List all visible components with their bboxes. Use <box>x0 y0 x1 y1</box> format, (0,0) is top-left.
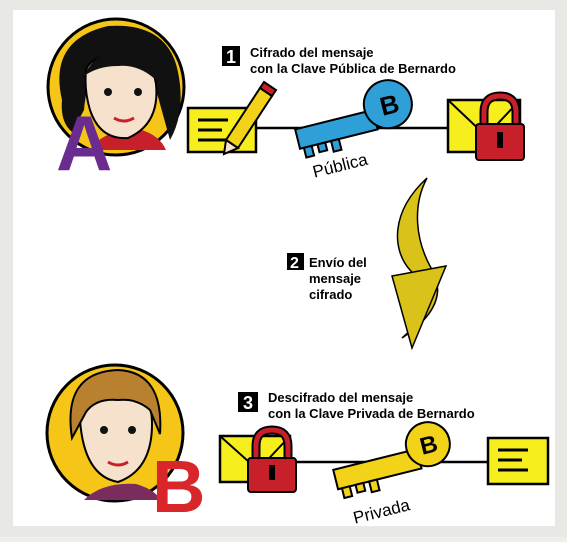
step-1-line1: Cifrado del mensaje <box>250 45 374 60</box>
public-key-icon: B <box>293 79 413 159</box>
step-2-number: 2 <box>290 255 299 272</box>
sender-letter: A <box>56 99 112 187</box>
private-key-icon: B <box>332 421 451 500</box>
lock-icon-top <box>475 91 525 161</box>
step-3-line1: Descifrado del mensaje <box>268 390 413 405</box>
lock-icon-bottom <box>247 425 297 493</box>
decrypted-message-icon <box>486 436 550 486</box>
step-1-line2: con la Clave Pública de Bernardo <box>250 61 456 76</box>
transmission-arrow <box>391 177 448 351</box>
receiver-letter: B <box>152 445 205 528</box>
pencil-icon <box>222 80 278 156</box>
step-3-line2: con la Clave Privada de Bernardo <box>268 406 475 421</box>
step-3-number: 3 <box>243 393 253 413</box>
step-2: 2 Envío del mensaje cifrado <box>287 253 367 302</box>
person-b: B <box>45 363 205 528</box>
step-2-line2: mensaje <box>309 271 361 286</box>
step-1: 1 Cifrado del mensaje con la Clave Públi… <box>222 45 456 76</box>
private-key-letter: B <box>417 430 440 460</box>
step-2-line3: cifrado <box>309 287 352 302</box>
step-2-line1: Envío del <box>309 255 367 270</box>
step-3: 3 Descifrado del mensaje con la Clave Pr… <box>238 390 475 421</box>
step-1-number: 1 <box>226 47 236 67</box>
person-a: A <box>46 17 186 187</box>
